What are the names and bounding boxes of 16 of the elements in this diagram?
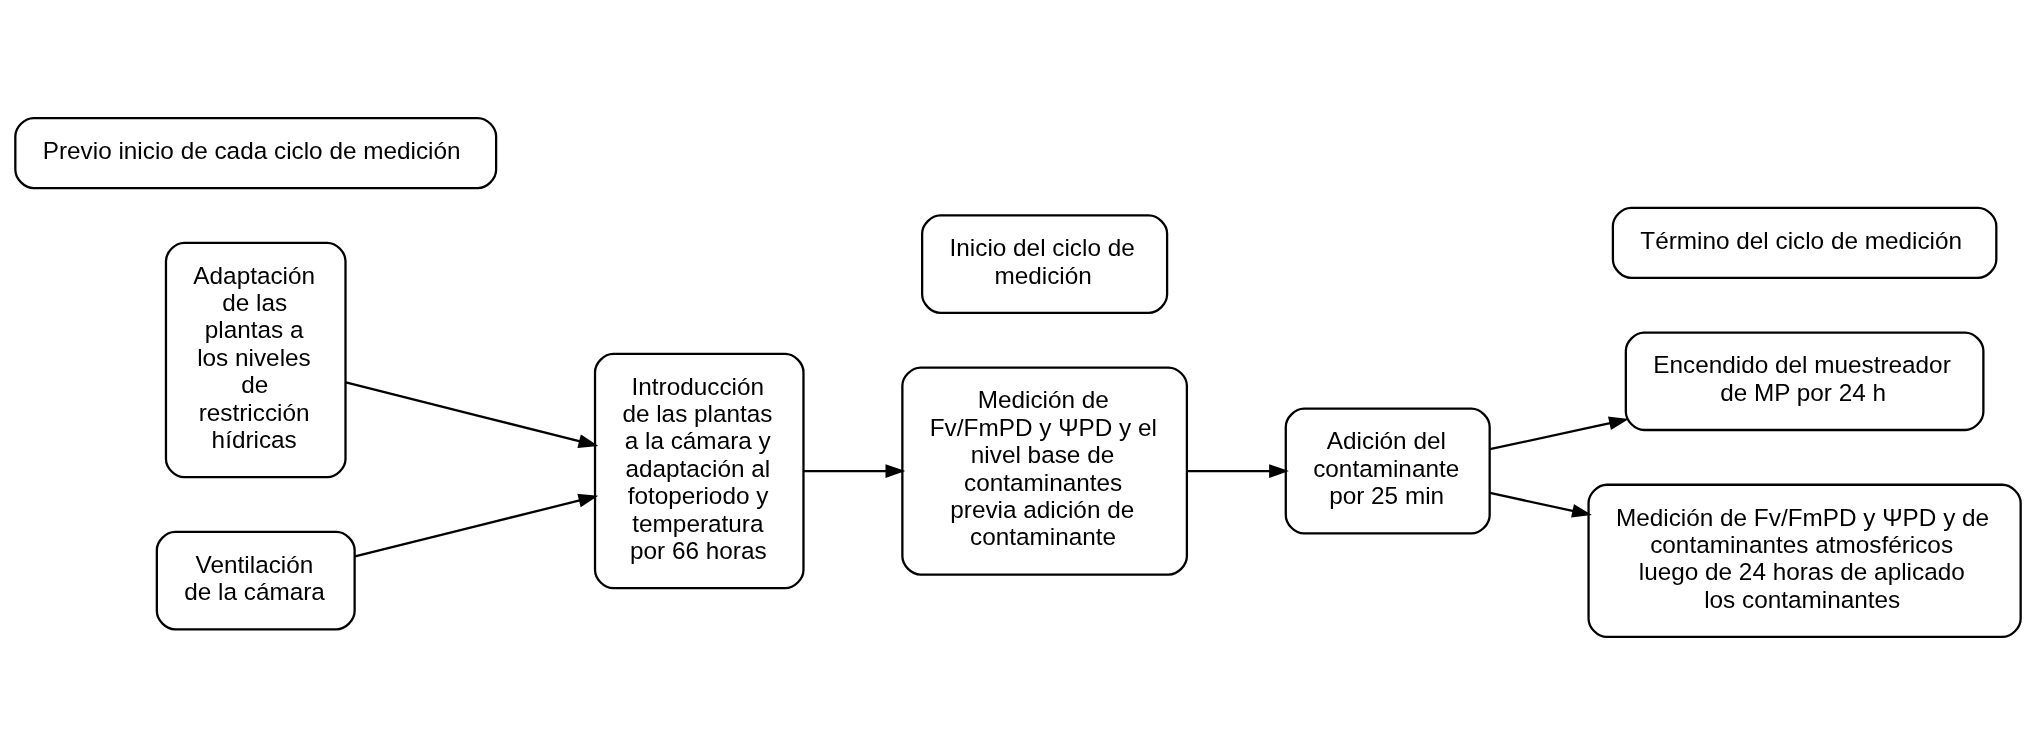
node-box: Adaptación de las plantas a los niveles de restricción hídricas: [164, 241, 347, 479]
node-box: Medición de Fv/FmPD y ΨPD y de contaminantes atmosféricos luego de 24 horas de aplicado los contaminantes: [1587, 483, 2022, 639]
node-box: Introducción de las plantas a la cámara y adaptación al fotoperiodo y temperatura por 66 horas: [593, 352, 805, 590]
node-box: Inicio del ciclo de medición: [921, 214, 1169, 314]
arrow: [1489, 491, 1592, 518]
arrow: [803, 464, 906, 478]
arrow: [345, 381, 599, 448]
arrow: [354, 493, 599, 558]
arrow: [1489, 416, 1629, 451]
node-box: Encendido del muestreador de MP por 24 h: [1624, 331, 1985, 432]
node-box: Adición del contaminante por 25 min: [1284, 407, 1491, 535]
node-box: Término del ciclo de medición: [1611, 206, 1998, 279]
arrow: [1186, 464, 1289, 478]
node-box: Medición de Fv/FmPD y ΨPD y el nivel base de contaminantes previa adición de contaminante: [901, 366, 1189, 576]
node-box: Ventilación de la cámara: [155, 530, 356, 631]
node-box: Previo inicio de cada ciclo de medición: [14, 116, 498, 190]
